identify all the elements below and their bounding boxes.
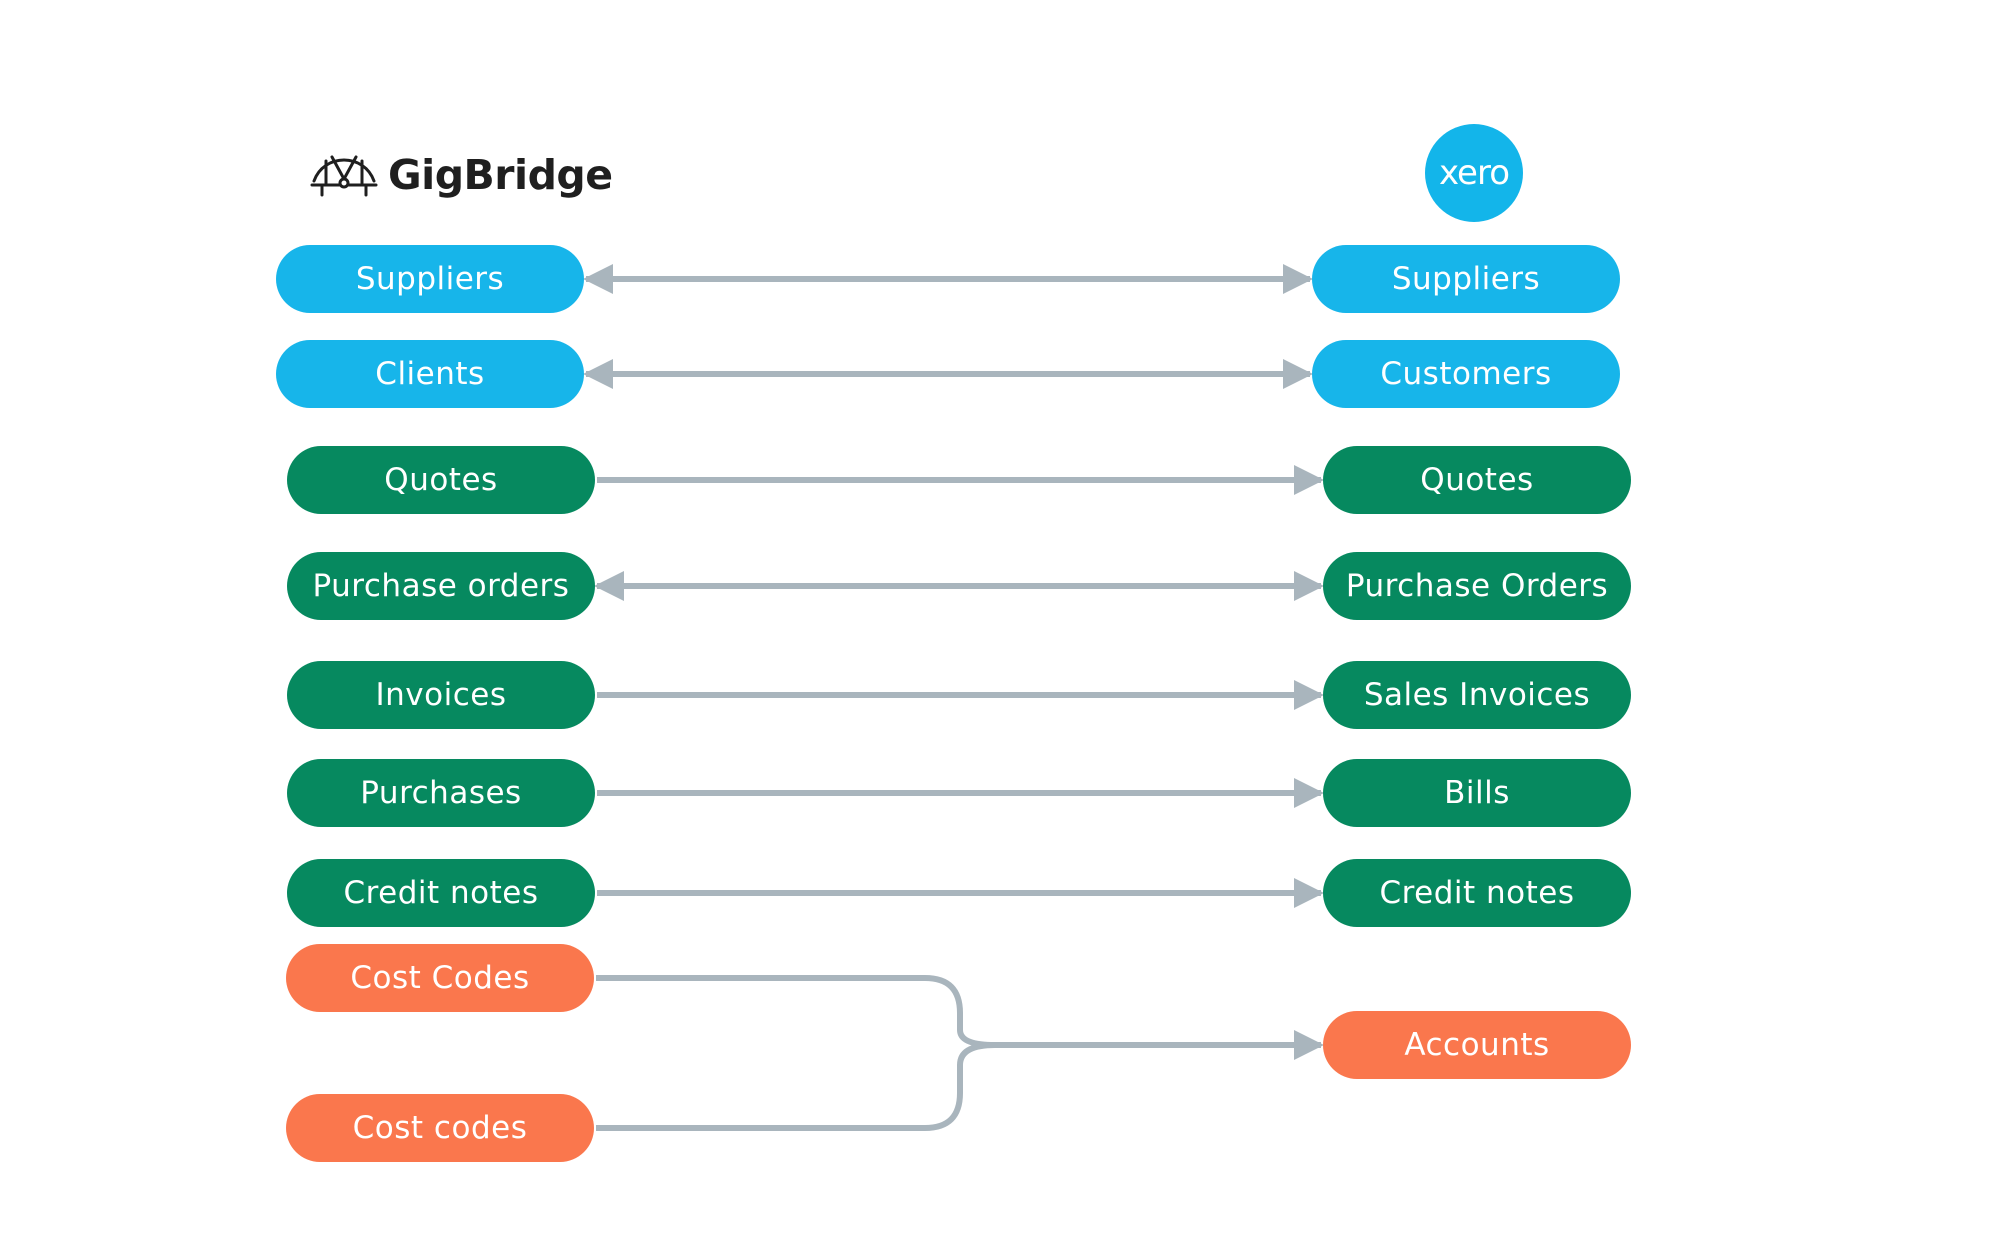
xero-customers-pill: Customers [1312,340,1620,408]
xero-logo-text: xero [1438,153,1510,193]
gigbridge-invoices-pill: Invoices [287,661,595,729]
gigbridge-purchase-orders-pill: Purchase orders [287,552,595,620]
xero-credit-notes-pill: Credit notes [1323,859,1631,927]
bridge-icon [310,155,378,197]
gigbridge-credit-notes-pill: Credit notes [287,859,595,927]
gigbridge-logo-text: GigBridge [388,151,613,199]
gigbridge-clients-pill: Clients [276,340,584,408]
xero-suppliers-pill: Suppliers [1312,245,1620,313]
gigbridge-suppliers-pill: Suppliers [276,245,584,313]
gigbridge-brand: GigBridge [310,145,613,205]
gigbridge-cost-codes-pill-2: Cost codes [286,1094,594,1162]
xero-quotes-pill: Quotes [1323,446,1631,514]
xero-accounts-pill: Accounts [1323,1011,1631,1079]
connectors [583,264,1324,1131]
xero-sales-invoices-pill: Sales Invoices [1323,661,1631,729]
xero-bills-pill: Bills [1323,759,1631,827]
xero-logo: xero [1425,124,1523,222]
gigbridge-cost-codes-pill-1: Cost Codes [286,944,594,1012]
merge-branch-2 [596,1042,996,1131]
gigbridge-quotes-pill: Quotes [287,446,595,514]
xero-purchase-orders-pill: Purchase Orders [1323,552,1631,620]
merge-branch-1 [596,975,996,1048]
gigbridge-purchases-pill: Purchases [287,759,595,827]
